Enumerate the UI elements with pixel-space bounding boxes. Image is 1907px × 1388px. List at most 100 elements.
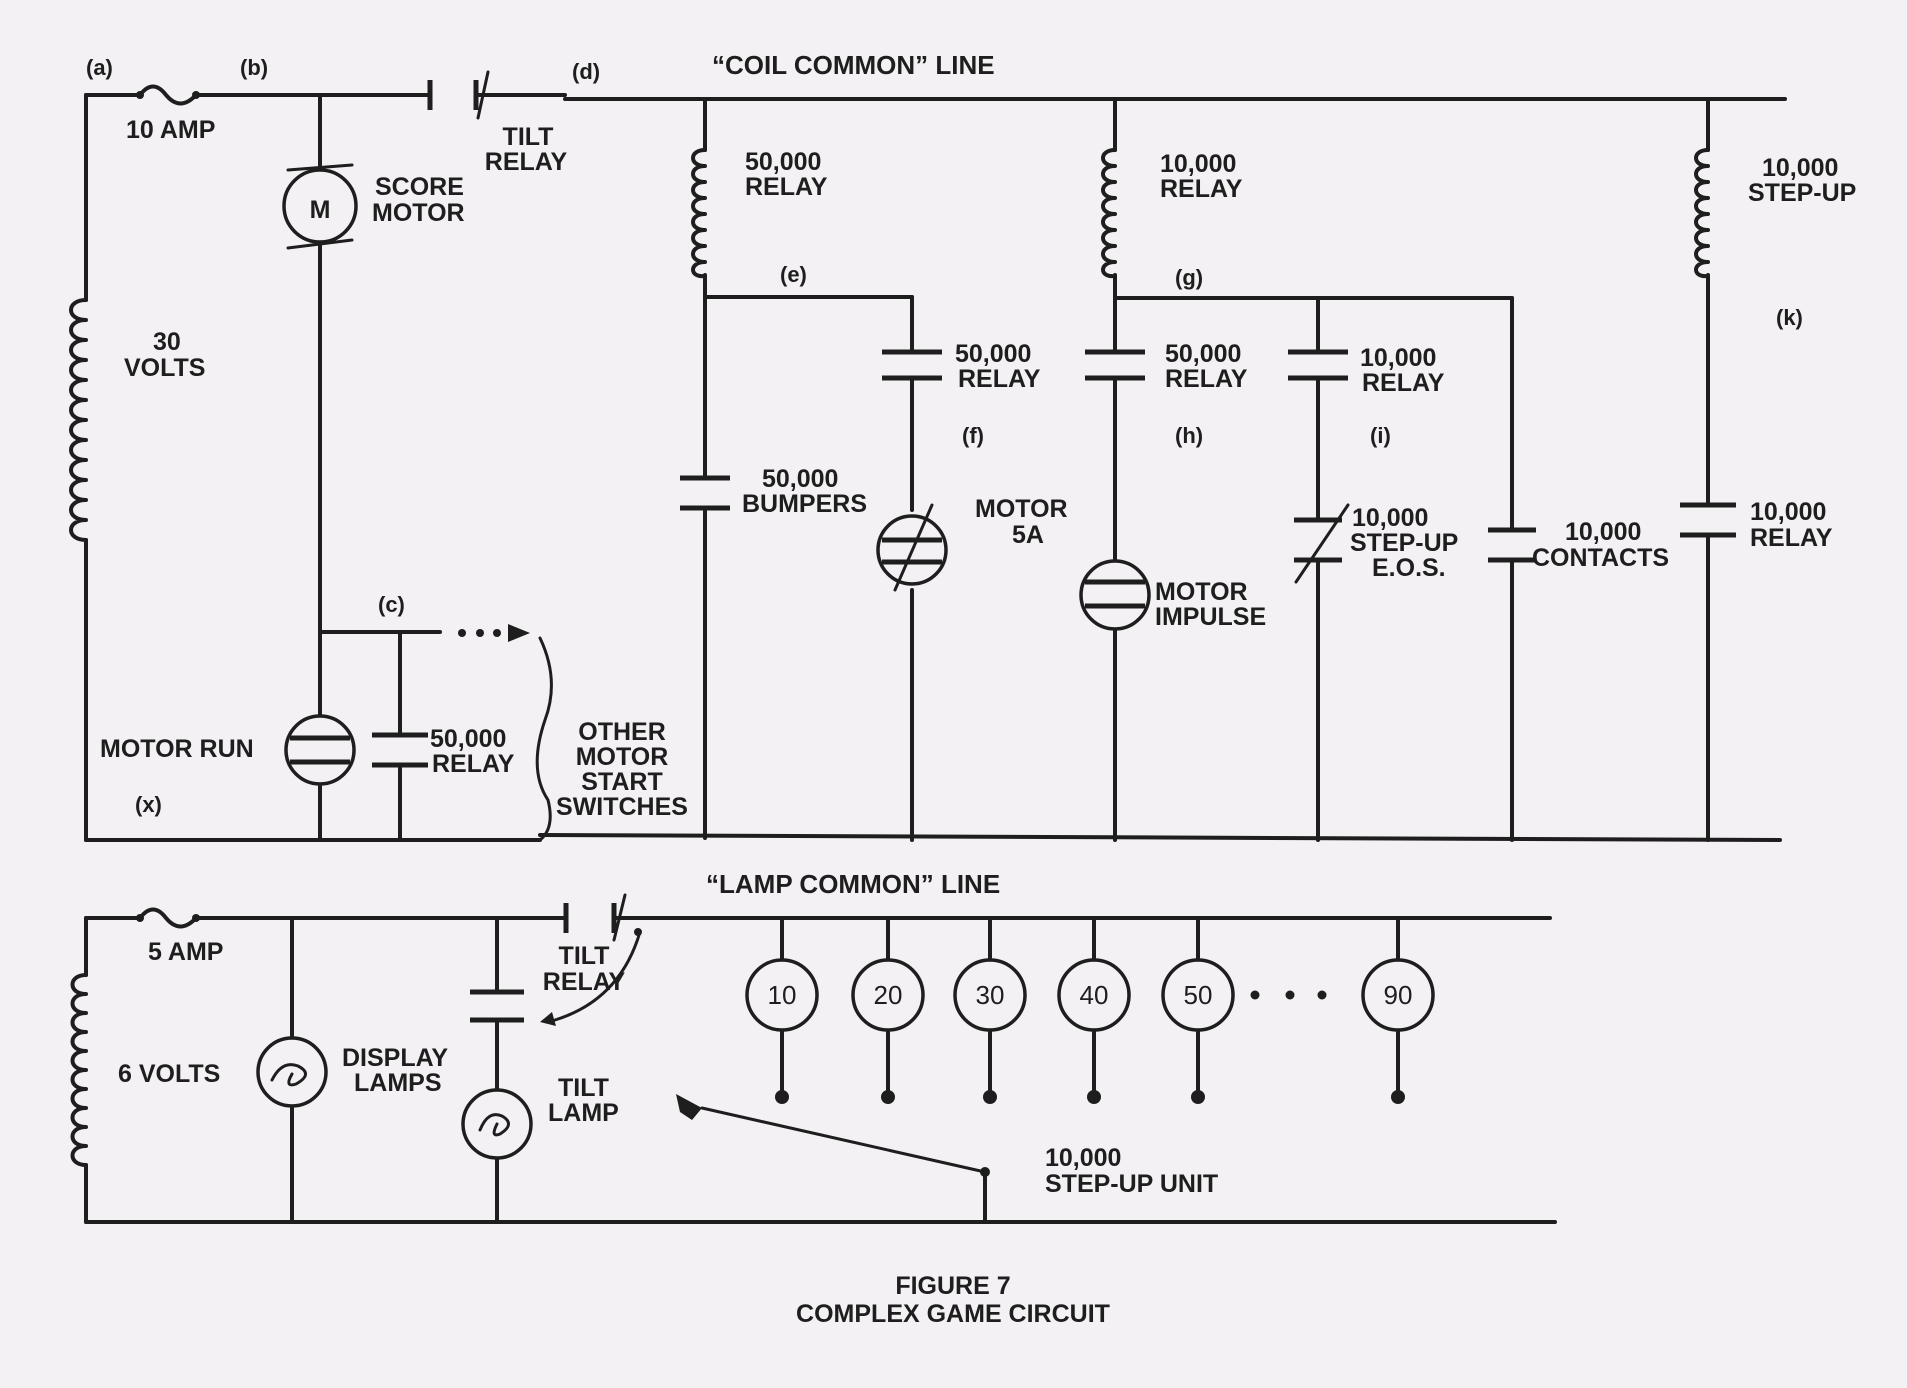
relay-50000-contact-g	[1085, 349, 1145, 381]
node-x: (x)	[135, 792, 162, 817]
transformer-6v-coil	[70, 973, 88, 1167]
relay-50000-contact-e-label-2: RELAY	[958, 365, 1041, 393]
relay-50000-coil-label-2: RELAY	[745, 173, 828, 201]
score-lamp-label: 20	[874, 980, 903, 1010]
relay-10000-coil-label-1: 10,000	[1160, 150, 1236, 178]
lamp-tilt-relay-switch	[470, 928, 642, 1026]
relay-50000-coil-label-1: 50,000	[745, 148, 821, 176]
stepup-10000-coil	[1694, 148, 1710, 279]
relay-50000-contact-c-label-2: RELAY	[432, 750, 515, 778]
stepup-unit-label-1: 10,000	[1045, 1144, 1121, 1172]
figure-number: FIGURE 7	[895, 1272, 1010, 1300]
relay-50000-contact-e	[882, 349, 942, 381]
score-lamp-label: 30	[976, 980, 1005, 1010]
stepup-unit-label-2: STEP-UP UNIT	[1045, 1170, 1218, 1198]
supply-30v-label-2: VOLTS	[124, 354, 205, 382]
motor-5a-switch	[876, 503, 948, 592]
relay-10000-contact-k-label-1: 10,000	[1750, 498, 1826, 526]
node-c: (c)	[378, 592, 405, 617]
score-motor-label-1: SCORE	[375, 173, 464, 201]
display-lamps-label-2: LAMPS	[354, 1069, 442, 1097]
svg-text:M: M	[310, 196, 331, 224]
lamp-tilt-relay-contact	[563, 893, 627, 942]
motor-5a-label-2: 5A	[1012, 521, 1044, 549]
score-lamp-label: 10	[768, 980, 797, 1010]
coil-circuit-wires	[84, 93, 1787, 842]
other-switches-label-1: OTHER	[578, 718, 666, 746]
bumpers-label-1: 50,000	[762, 465, 838, 493]
node-d: (d)	[572, 59, 600, 84]
relay-50000-contact-c-label-1: 50,000	[430, 725, 506, 753]
node-g: (g)	[1175, 265, 1203, 290]
stepup-coil-label-1: 10,000	[1762, 154, 1838, 182]
relay-50000-contact-g-label-2: RELAY	[1165, 365, 1248, 393]
stepup-eos-contact	[1294, 503, 1350, 584]
tilt-relay-label-1: TILT	[503, 123, 554, 151]
supply-30v-label-1: 30	[153, 328, 181, 356]
relay-10000-contact-k	[1680, 502, 1736, 538]
relay-10000-coil	[1101, 148, 1117, 279]
contacts-10000-label-2: CONTACTS	[1532, 544, 1669, 572]
score-lamp-label: 50	[1184, 980, 1213, 1010]
tilt-relay-label-2: RELAY	[485, 148, 568, 176]
tilt-lamp-label-2: LAMP	[548, 1099, 619, 1127]
score-lamp-40: 40	[1057, 916, 1131, 1104]
relay-50000-contact-c	[372, 732, 428, 768]
relay-10000-coil-label-2: RELAY	[1160, 175, 1243, 203]
figure-title: COMPLEX GAME CIRCUIT	[796, 1300, 1110, 1328]
score-lamp-10: 10	[745, 916, 819, 1104]
relay-50000-contact-g-label-1: 50,000	[1165, 340, 1241, 368]
stepup-coil-label-2: STEP-UP	[1748, 179, 1856, 207]
relay-10000-contact-g	[1288, 349, 1348, 381]
score-lamp-50: 50	[1161, 916, 1235, 1104]
other-switches-label-2: MOTOR	[576, 743, 669, 771]
tilt-lamp-label-1: TILT	[558, 1074, 609, 1102]
fuse-5-amp	[138, 907, 198, 929]
score-lamp-30: 30	[953, 916, 1027, 1104]
stepup-eos-label-2: STEP-UP	[1350, 529, 1458, 557]
other-switches-label-4: SWITCHES	[556, 793, 688, 821]
score-motor-label-2: MOTOR	[372, 199, 465, 227]
relay-50000-contact-e-label-1: 50,000	[955, 340, 1031, 368]
lamp-circuit-wires	[84, 916, 1557, 1224]
relay-10000-contact-g-label-1: 10,000	[1360, 344, 1436, 372]
relay-50000-coil	[691, 148, 707, 279]
fuse-10-amp	[138, 84, 198, 106]
score-lamp-90: 90	[1361, 916, 1435, 1104]
node-a: (a)	[86, 55, 113, 80]
other-switches-indicator	[458, 624, 553, 842]
node-b: (b)	[240, 55, 268, 80]
score-lamp-label: 40	[1080, 980, 1109, 1010]
node-k: (k)	[1776, 305, 1803, 330]
motor-run-switch	[284, 714, 356, 786]
fuse-10-amp-label: 10 AMP	[126, 116, 215, 144]
bumpers-label-2: BUMPERS	[742, 490, 867, 518]
contacts-10000	[1488, 527, 1536, 563]
relay-10000-contact-k-label-2: RELAY	[1750, 524, 1833, 552]
motor-impulse-label-1: MOTOR	[1155, 578, 1248, 606]
transformer-30v-coil	[69, 298, 88, 542]
relay-10000-contact-g-label-2: RELAY	[1362, 369, 1445, 397]
stepup-arm-tip	[676, 1094, 702, 1120]
bumpers-50000-switch	[680, 475, 730, 511]
display-lamp	[256, 1036, 328, 1108]
motor-run-label: MOTOR RUN	[100, 735, 254, 763]
other-switches-label-3: START	[581, 768, 662, 796]
node-i: (i)	[1370, 423, 1391, 448]
contacts-10000-label-1: 10,000	[1565, 518, 1641, 546]
lamp-common-line-label: “LAMP COMMON” LINE	[706, 869, 1000, 899]
tilt-lamp	[461, 1088, 533, 1160]
score-lamps: 10 20 30 40 50 90	[745, 916, 1435, 1104]
node-f: (f)	[962, 423, 984, 448]
stepup-eos-label-3: E.O.S.	[1372, 554, 1446, 582]
motor-impulse-label-2: IMPULSE	[1155, 603, 1266, 631]
lamp-tilt-relay-label-2: RELAY	[543, 968, 626, 996]
stepup-eos-label-1: 10,000	[1352, 504, 1428, 532]
motor-5a-label-1: MOTOR	[975, 495, 1068, 523]
node-h: (h)	[1175, 423, 1203, 448]
supply-6v-label: 6 VOLTS	[118, 1060, 220, 1088]
tilt-relay-contact	[427, 70, 490, 120]
display-lamps-label-1: DISPLAY	[342, 1044, 448, 1072]
motor-impulse-switch	[1079, 559, 1151, 631]
